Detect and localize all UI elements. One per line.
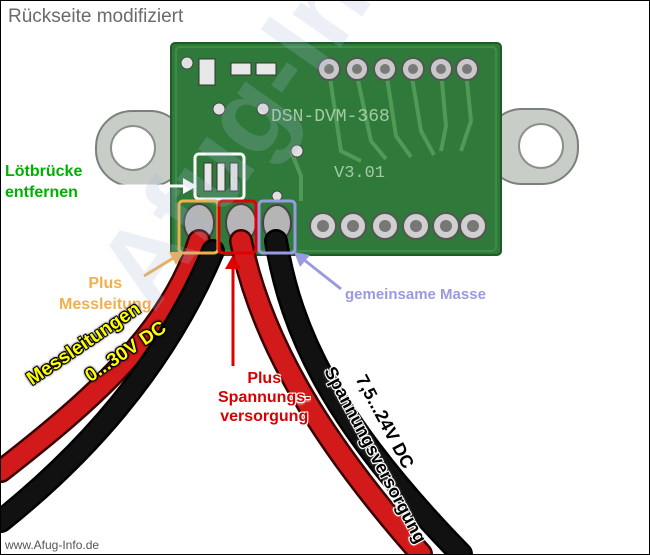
arrows: [99, 178, 342, 366]
top-pin-header: [317, 57, 479, 81]
plus-messleitung-line-1: Plus: [88, 275, 123, 292]
wires: [1, 229, 473, 554]
loetbruecke-line-2: entfernen: [5, 184, 78, 201]
plus-spann-highlight: [217, 199, 258, 255]
board-version-text: V3.01: [334, 164, 385, 183]
plus-spann-line-3: versorgung: [220, 408, 309, 425]
solder-bridge-highlight: [193, 152, 246, 201]
plus-messleitung-line-2: Messleitung: [59, 296, 152, 313]
gemeinsame-masse-label: gemeinsame Masse: [345, 286, 486, 303]
loetbruecke-label: Lötbrücke entfernen: [5, 161, 82, 203]
plus-messleitung-label: Plus Messleitung: [59, 273, 151, 315]
bottom-pin-header: [309, 212, 487, 240]
plus-spann-line-1: Plus: [247, 370, 282, 387]
plus-spann-line-2: Spannungs-: [218, 389, 311, 406]
masse-highlight: [257, 199, 297, 255]
page-title: Rückseite modifiziert: [8, 6, 184, 27]
loetbruecke-line-1: Lötbrücke: [5, 163, 83, 180]
footer-url: www.Afug-Info.de: [5, 538, 100, 552]
board-model-text: DSN-DVM-368: [271, 107, 390, 127]
pcb-traces: [289, 70, 474, 201]
solder-bridge-pads: [203, 162, 239, 192]
plus-spannungsversorgung-label: Plus Spannungs- versorgung: [218, 369, 310, 426]
mounting-ears: [95, 108, 579, 187]
